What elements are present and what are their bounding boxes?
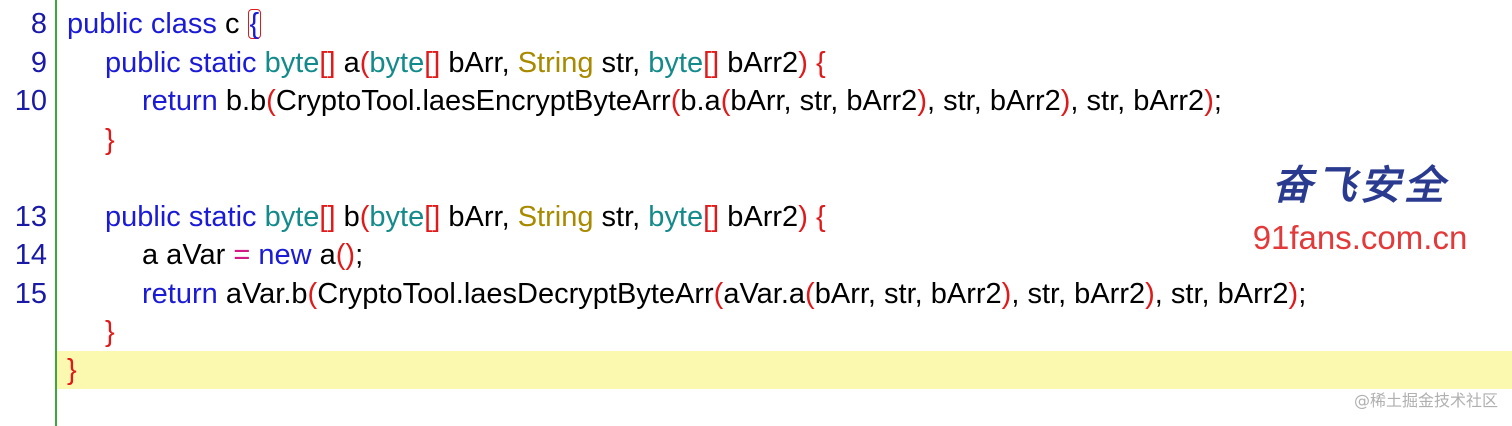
brace: { <box>815 201 826 233</box>
keyword: return <box>142 85 218 117</box>
operator: = <box>233 239 251 271</box>
class-name: c <box>216 8 248 40</box>
bracket: [] <box>319 47 336 79</box>
current-line-highlight <box>57 351 1512 389</box>
keyword: public static <box>105 201 257 233</box>
type: byte <box>264 201 320 233</box>
type: String <box>517 201 594 233</box>
code-line-10[interactable]: return b.b(CryptoTool.laesEncryptByteArr… <box>142 82 1222 120</box>
matched-brace-cursor[interactable]: { <box>247 8 262 40</box>
code-text: , str, bArr2 <box>1011 278 1146 310</box>
code-text: bArr, str, bArr2 <box>814 278 1002 310</box>
code-text: b.b <box>217 85 267 117</box>
code-line-11[interactable]: } <box>105 121 115 159</box>
bracket: [] <box>424 201 441 233</box>
paren: ) <box>1288 278 1299 310</box>
paren: ) <box>1060 85 1071 117</box>
brace: } <box>105 124 115 156</box>
paren: ( <box>720 85 731 117</box>
code-line-13[interactable]: public static byte[] b(byte[] bArr, Stri… <box>105 198 826 236</box>
code-text: , str, bArr2 <box>926 85 1061 117</box>
paren: ) <box>917 85 927 117</box>
line-number: 13 <box>14 201 47 233</box>
param: bArr2 <box>719 47 799 79</box>
line-number: 8 <box>30 8 47 40</box>
code-text: , str, bArr2 <box>1154 278 1289 310</box>
code-text: CryptoTool.laesDecryptByteArr <box>317 278 714 310</box>
space <box>808 47 816 79</box>
brace: { <box>815 47 826 79</box>
bracket: [] <box>319 201 336 233</box>
param: bArr, <box>440 47 518 79</box>
param: str, <box>593 201 649 233</box>
code-text: b.a <box>680 85 721 117</box>
line-number: 15 <box>14 278 47 310</box>
code-text: ; <box>1213 85 1222 117</box>
code-text: bArr, str, bArr2 <box>730 85 918 117</box>
keyword: public static <box>105 47 257 79</box>
type: String <box>517 47 594 79</box>
method-name: b <box>335 201 360 233</box>
space <box>808 201 816 233</box>
keyword: return <box>142 278 218 310</box>
code-text: aVar.a <box>723 278 806 310</box>
code-line-14[interactable]: a aVar = new a(); <box>142 236 363 274</box>
type: byte <box>264 47 320 79</box>
type: byte <box>648 47 704 79</box>
code-text: CryptoTool.laesEncryptByteArr <box>275 85 671 117</box>
paren: ( <box>670 85 681 117</box>
param: bArr, <box>440 201 518 233</box>
line-number: 10 <box>14 85 47 117</box>
paren: ) <box>798 47 808 79</box>
paren: ( <box>266 85 276 117</box>
paren: () <box>335 239 356 271</box>
line-number: 9 <box>30 47 47 79</box>
keyword: public class <box>67 8 217 40</box>
type: byte <box>648 201 704 233</box>
line-number: 14 <box>14 239 47 271</box>
paren: ) <box>1145 278 1155 310</box>
source-credit: @稀土掘金技术社区 <box>1353 391 1498 410</box>
code-line-8[interactable]: public class c { <box>67 5 262 43</box>
param: str, <box>593 47 649 79</box>
watermark: 奋飞安全 91fans.com.cn <box>1230 160 1490 260</box>
code-text: aVar.b <box>217 278 308 310</box>
param: bArr2 <box>719 201 799 233</box>
method-name: a <box>335 47 360 79</box>
type: byte <box>369 201 425 233</box>
paren: ) <box>1204 85 1214 117</box>
code-text: a aVar <box>142 239 234 271</box>
code-line-15[interactable]: return aVar.b(CryptoTool.laesDecryptByte… <box>142 275 1306 313</box>
paren: ) <box>798 201 808 233</box>
code-text: ; <box>355 239 364 271</box>
bracket: [] <box>424 47 441 79</box>
code-line-9[interactable]: public static byte[] a(byte[] bArr, Stri… <box>105 44 826 82</box>
watermark-url: 91fans.com.cn <box>1252 219 1468 256</box>
brace: } <box>67 354 77 386</box>
paren: ( <box>359 201 370 233</box>
code-line-17[interactable]: } <box>67 351 77 389</box>
code-line-16[interactable]: } <box>105 313 115 351</box>
paren: ( <box>307 278 318 310</box>
bracket: [] <box>703 47 720 79</box>
code-text: ; <box>1298 278 1307 310</box>
line-number-gutter: 8 9 10 13 14 15 <box>0 0 57 426</box>
code-text: , str, bArr2 <box>1070 85 1205 117</box>
brace: } <box>105 316 115 348</box>
keyword: new <box>258 239 312 271</box>
type: byte <box>369 47 425 79</box>
paren: ( <box>713 278 724 310</box>
paren: ) <box>1001 278 1012 310</box>
bracket: [] <box>703 201 720 233</box>
paren: ( <box>805 278 815 310</box>
watermark-logo-text: 奋飞安全 <box>1272 162 1448 209</box>
paren: ( <box>359 47 370 79</box>
code-text: a <box>311 239 336 271</box>
